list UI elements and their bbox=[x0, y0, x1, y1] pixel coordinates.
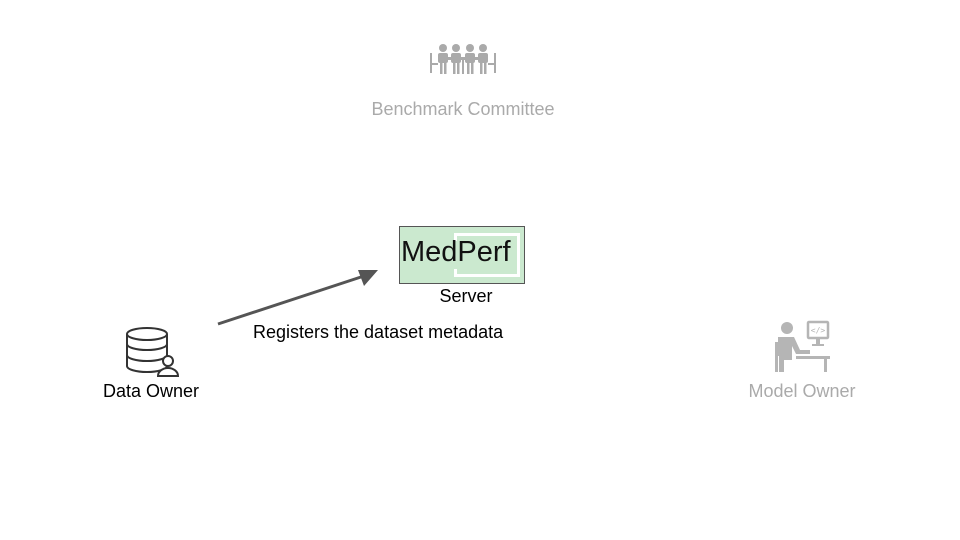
committee-label: Benchmark Committee bbox=[371, 99, 555, 119]
developer-desk-icon: </> bbox=[775, 320, 830, 372]
model-owner-label: Model Owner bbox=[748, 381, 856, 401]
meeting-group-icon bbox=[430, 44, 496, 74]
data-owner-label: Data Owner bbox=[102, 381, 200, 401]
svg-text:</>: </> bbox=[811, 326, 826, 335]
database-user-icon bbox=[126, 327, 180, 377]
server-node: MedPerf bbox=[399, 226, 525, 284]
server-label: Server bbox=[439, 286, 493, 306]
flow-label: Registers the dataset metadata bbox=[253, 322, 504, 342]
medperf-logo-text: MedPerf bbox=[401, 236, 511, 268]
